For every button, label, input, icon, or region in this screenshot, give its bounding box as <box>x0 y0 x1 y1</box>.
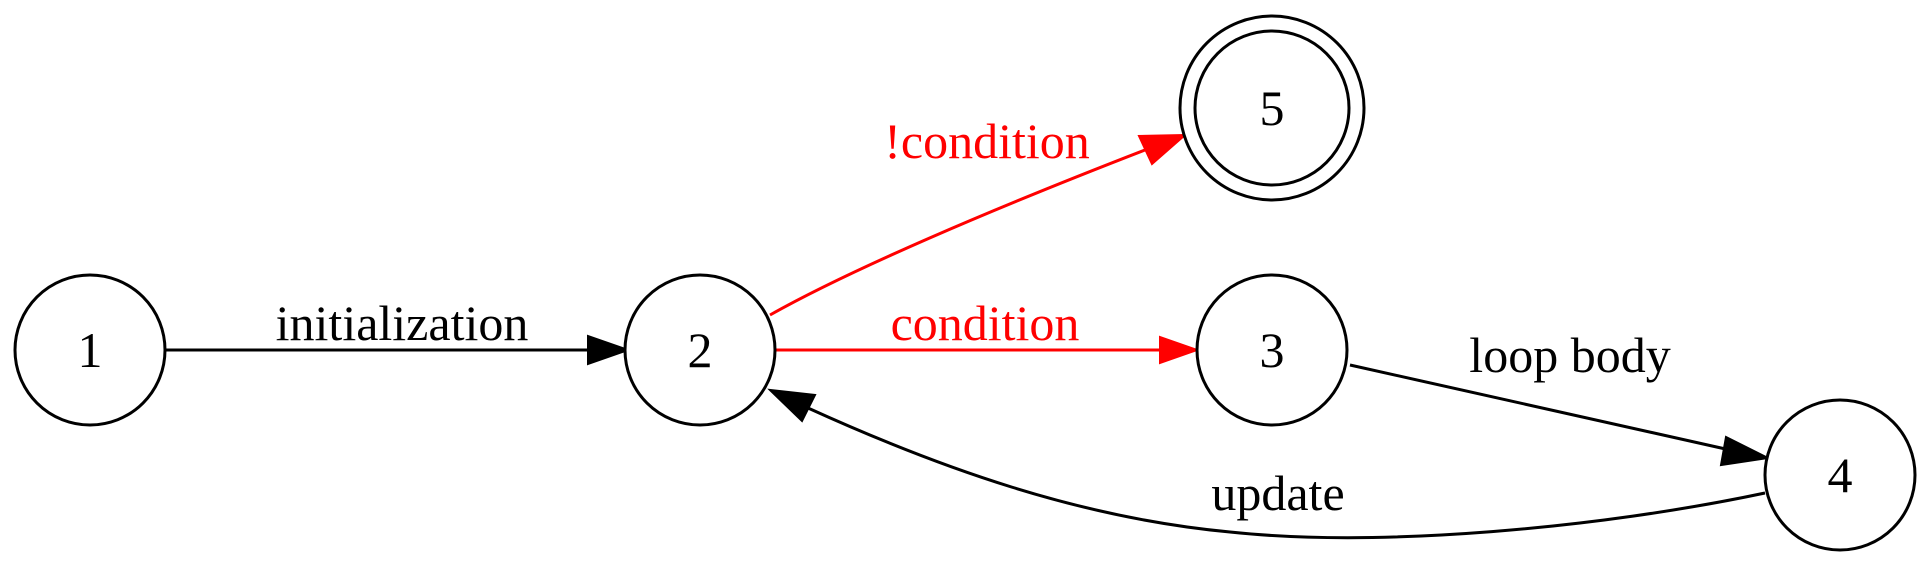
edge-update-arrowhead <box>767 388 817 423</box>
state-node-2: 2 <box>623 273 777 427</box>
state-node-1-label: 1 <box>78 322 103 378</box>
state-node-1: 1 <box>13 273 167 427</box>
edge-loop-body: loop body <box>1349 327 1772 467</box>
state-node-5: 5 <box>1178 14 1366 202</box>
edge-label-not-condition: !condition <box>884 113 1090 169</box>
edge-label-condition: condition <box>891 295 1080 351</box>
state-node-4: 4 <box>1763 398 1917 552</box>
state-node-5-label: 5 <box>1260 80 1285 136</box>
state-node-3-label: 3 <box>1260 322 1285 378</box>
edge-loop-body-line <box>1349 363 1731 452</box>
edge-update-line <box>807 406 1766 540</box>
edge-condition-arrowhead <box>1159 335 1201 365</box>
state-node-5-inner-circle <box>1193 29 1351 187</box>
edge-initialization-arrowhead <box>587 334 632 366</box>
state-node-4-label: 4 <box>1828 447 1853 503</box>
edge-label-initialization: initialization <box>276 295 529 351</box>
state-node-4-circle <box>1763 398 1917 552</box>
edge-label-update: update <box>1211 465 1344 521</box>
state-node-2-label: 2 <box>688 322 713 378</box>
edge-label-loop-body: loop body <box>1469 327 1670 383</box>
state-node-1-circle <box>13 273 167 427</box>
edge-initialization: initialization <box>165 295 632 366</box>
state-node-3-circle <box>1195 273 1349 427</box>
edge-not-condition-line <box>769 148 1146 317</box>
edge-condition: condition <box>775 295 1201 365</box>
state-node-2-circle <box>623 273 777 427</box>
edge-not-condition-arrowhead <box>1137 133 1188 166</box>
edge-update: update <box>767 388 1766 540</box>
state-node-3: 3 <box>1195 273 1349 427</box>
edge-not-condition: !condition <box>769 113 1188 317</box>
edge-loop-body-arrowhead <box>1719 435 1772 467</box>
